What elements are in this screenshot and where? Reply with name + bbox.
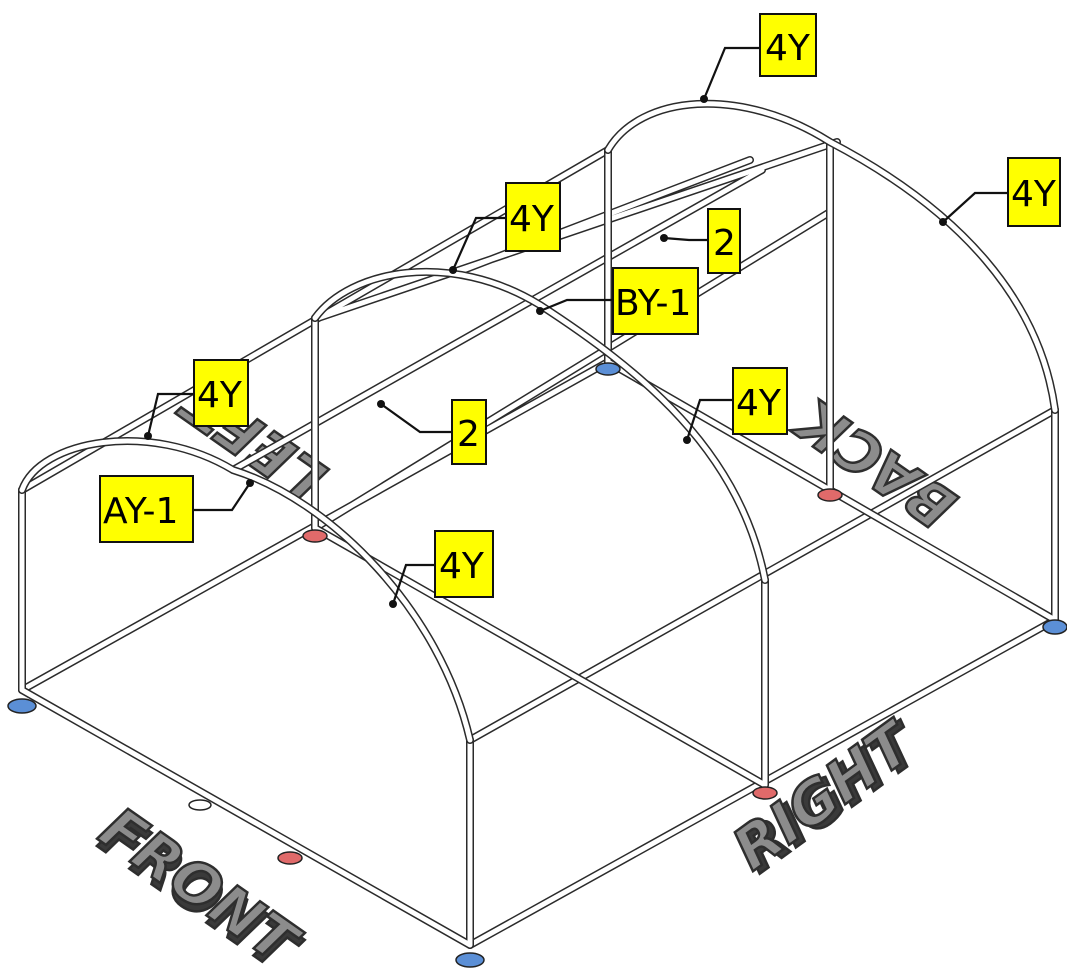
corner-foot (595, 362, 621, 376)
svg-text:4Y: 4Y (736, 383, 782, 424)
callout-arch-front-right: 4Y (434, 530, 494, 598)
callout-purlin-front: 2 (451, 399, 487, 465)
door-foot (188, 799, 212, 811)
mid-foot (277, 851, 303, 865)
corner-foot (7, 698, 37, 714)
svg-text:4Y: 4Y (197, 375, 243, 416)
front-word: FRONT FRONT (87, 793, 314, 970)
svg-text:4Y: 4Y (509, 199, 555, 240)
callout-purlin-back: 2 (707, 208, 741, 274)
svg-text:4Y: 4Y (439, 546, 485, 587)
svg-text:4Y: 4Y (765, 28, 811, 69)
callout-arch-middle-right: 4Y (732, 367, 788, 435)
svg-text:BY-1: BY-1 (615, 283, 691, 324)
callout-arch-back-top: 4Y (759, 13, 817, 77)
feet (7, 362, 1067, 968)
svg-text:2: 2 (457, 414, 480, 455)
callout-ridge-front: AY-1 (99, 475, 194, 543)
mid-foot (817, 488, 843, 502)
mid-foot (752, 786, 778, 800)
mid-foot (302, 529, 328, 543)
front-text: FRONT (88, 794, 312, 970)
leaders (144, 46, 1008, 608)
svg-text:AY-1: AY-1 (103, 491, 178, 532)
svg-text:2: 2 (713, 223, 736, 264)
callout-arch-front-top: 4Y (193, 359, 249, 427)
callout-ridge-back: BY-1 (612, 267, 699, 335)
corner-foot (455, 952, 485, 968)
svg-text:4Y: 4Y (1011, 174, 1057, 215)
right-text: RIGHT (720, 707, 927, 883)
right-word: RIGHT RIGHT (719, 706, 935, 887)
callouts: 4Y 4Y 4Y 2 BY-1 4Y 4Y 2 (99, 13, 1061, 598)
callout-arch-middle-top: 4Y (505, 182, 561, 252)
callout-arch-back-right: 4Y (1007, 157, 1061, 227)
corner-foot (1042, 619, 1067, 635)
